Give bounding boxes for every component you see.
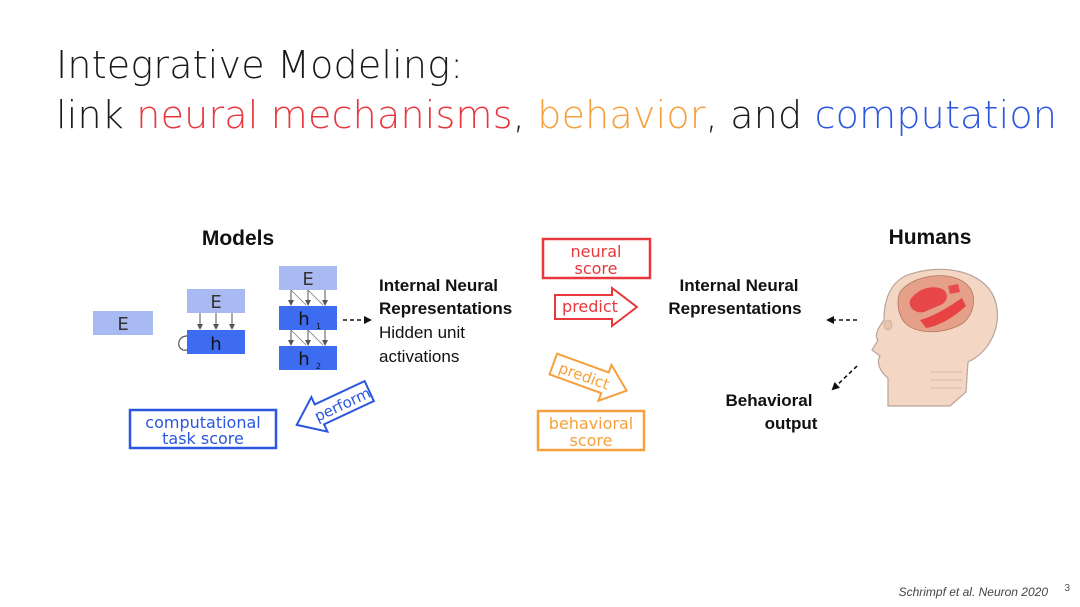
page-number: 3 bbox=[1064, 583, 1070, 594]
svg-text:output: output bbox=[765, 414, 818, 433]
behavioral-output: Behavioral output bbox=[726, 391, 818, 433]
svg-text:computational: computational bbox=[145, 413, 260, 432]
unit-E-box bbox=[93, 311, 153, 335]
unit-h1-box bbox=[279, 306, 337, 330]
model-recurrent: E h bbox=[178, 289, 245, 355]
unit-h-label: h bbox=[210, 334, 221, 355]
svg-text:Behavioral: Behavioral bbox=[726, 391, 813, 410]
model-rep-desc-line2: activations bbox=[379, 347, 459, 366]
behavioral-score-box: behavioral score bbox=[536, 409, 646, 452]
model-rep-title-line1: Internal Neural bbox=[379, 276, 498, 295]
unit-h1-label: h bbox=[298, 309, 309, 330]
slide-title: Integrative Modeling: link neural mechan… bbox=[56, 40, 1057, 140]
title-line-2: link neural mechanisms, behavior, and co… bbox=[56, 93, 1058, 137]
citation: Schrimpf et al. Neuron 2020 bbox=[898, 585, 1048, 599]
predict-neural-arrow-icon: predict bbox=[554, 285, 639, 329]
svg-text:task score: task score bbox=[162, 429, 244, 448]
predict-neural-label: predict bbox=[562, 297, 618, 316]
perform-arrow-icon: perform bbox=[295, 379, 376, 433]
unit-E-box bbox=[279, 266, 337, 290]
title-behavior: behavior bbox=[537, 93, 706, 137]
svg-text:score: score bbox=[570, 431, 613, 450]
model-deep: E h 1 h 2 bbox=[279, 266, 337, 371]
unit-h2-box bbox=[279, 346, 337, 370]
human-rep-title-line1: Internal Neural bbox=[679, 276, 798, 295]
unit-E-label: E bbox=[302, 269, 313, 290]
unit-E-label: E bbox=[210, 292, 221, 313]
title-neural-mechanisms: neural mechanisms bbox=[136, 93, 513, 137]
computational-score-box: computational task score bbox=[128, 408, 278, 450]
svg-text:behavioral: behavioral bbox=[549, 414, 633, 433]
unit-E-box bbox=[187, 289, 245, 313]
models-heading: Models bbox=[202, 227, 274, 250]
title-computation: computation bbox=[814, 93, 1058, 137]
predict-behavior-arrow-icon: predict bbox=[548, 352, 629, 403]
title-line-1: Integrative Modeling: bbox=[56, 43, 464, 87]
unit-h2-label: h bbox=[298, 349, 309, 370]
human-rep-title-line2: Representations bbox=[668, 299, 801, 318]
human-head-icon bbox=[871, 268, 998, 407]
human-representations: Internal Neural Representations bbox=[668, 276, 801, 318]
model-feedforward-single: E bbox=[93, 311, 153, 335]
svg-text:neural: neural bbox=[571, 242, 622, 261]
neural-score-box: neural score bbox=[541, 237, 652, 280]
unit-h-box bbox=[187, 330, 245, 354]
model-representations: Internal Neural Representations Hidden u… bbox=[379, 276, 512, 366]
unit-h1-subscript: 1 bbox=[316, 322, 321, 331]
model-rep-title-line2: Representations bbox=[379, 299, 512, 318]
unit-h2-subscript: 2 bbox=[316, 362, 321, 371]
unit-E-label: E bbox=[117, 314, 128, 335]
recurrence-loop-icon bbox=[178, 335, 188, 351]
model-rep-desc-line1: Hidden unit bbox=[379, 323, 465, 342]
svg-text:score: score bbox=[575, 259, 618, 278]
humans-heading: Humans bbox=[889, 226, 972, 249]
humans-to-behavior-arrow bbox=[831, 365, 858, 391]
